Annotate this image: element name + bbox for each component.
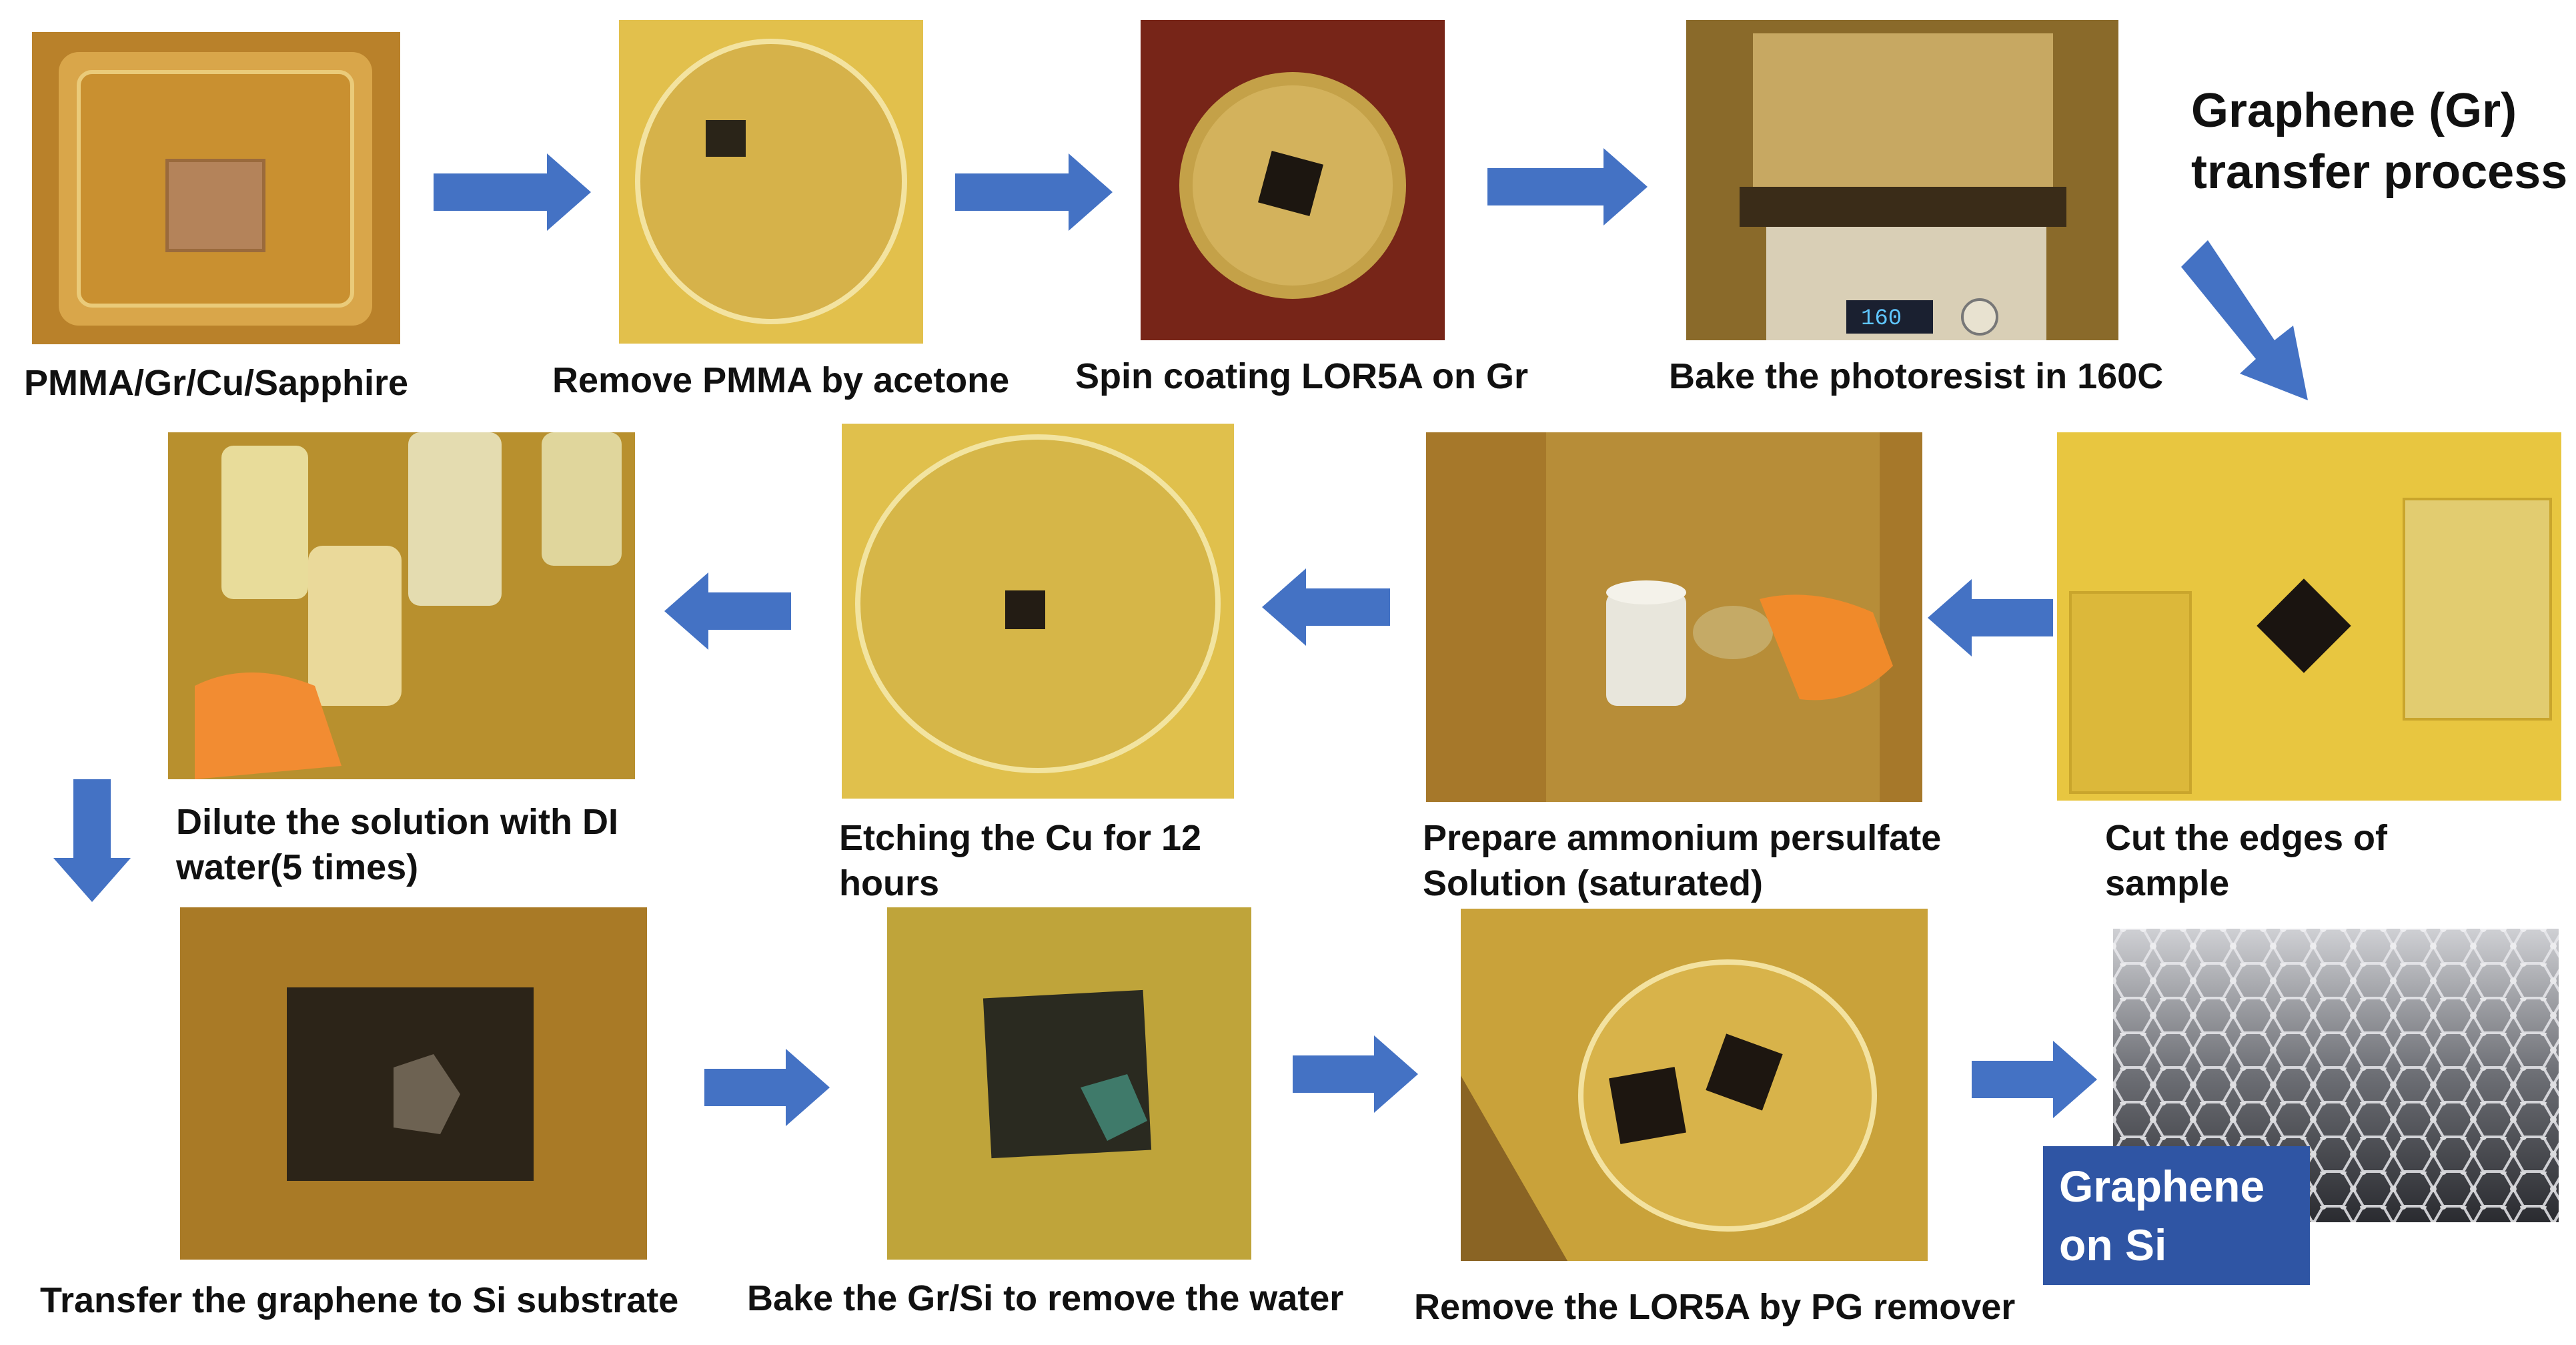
diagram-title: Graphene (Gr) transfer process xyxy=(2191,80,2567,203)
step-3-photo xyxy=(1141,20,1445,340)
arrow-right xyxy=(1487,148,1648,226)
result-label: Graphene on Si xyxy=(2043,1146,2310,1285)
step-2-photo xyxy=(619,20,923,344)
hotplate-readout: 160 xyxy=(1861,306,1902,332)
arrow-right xyxy=(1293,1035,1418,1113)
arrow-right xyxy=(434,153,591,231)
arrow-right xyxy=(955,153,1113,231)
arrow-left xyxy=(664,572,791,650)
title-line-2: transfer process xyxy=(2191,145,2568,199)
result-label-line-1: Graphene xyxy=(2059,1162,2265,1211)
step-10-caption: Bake the Gr/Si to remove the water xyxy=(747,1278,1344,1318)
step-11-photo xyxy=(1461,909,1928,1261)
step-10-photo xyxy=(887,907,1251,1260)
step-1-caption: PMMA/Gr/Cu/Sapphire xyxy=(24,363,409,403)
step-5-caption: Cut the edges of sample xyxy=(2105,818,2388,903)
arrow-right xyxy=(704,1049,830,1126)
arrow-down-right xyxy=(2181,240,2308,400)
step-11-caption: Remove the LOR5A by PG remover xyxy=(1414,1287,2016,1327)
result-label-line-2: on Si xyxy=(2059,1220,2167,1270)
step-1-photo xyxy=(32,32,400,344)
step-7-photo xyxy=(842,424,1234,799)
arrow-down xyxy=(53,779,131,902)
step-9-photo xyxy=(180,907,647,1260)
step-7-caption: Etching the Cu for 12 hours xyxy=(839,818,1202,903)
step-4-caption: Bake the photoresist in 160C xyxy=(1669,356,2164,396)
arrow-left xyxy=(1262,568,1390,646)
step-9-caption: Transfer the graphene to Si substrate xyxy=(40,1280,679,1320)
step-2-caption: Remove PMMA by acetone xyxy=(552,360,1010,400)
step-4-photo: 160 xyxy=(1686,20,2118,340)
step-8-caption: Dilute the solution with DI water(5 time… xyxy=(176,802,618,887)
title-line-1: Graphene (Gr) xyxy=(2191,84,2517,137)
step-3-caption: Spin coating LOR5A on Gr xyxy=(1075,356,1529,396)
step-6-caption: Prepare ammonium persulfate Solution (sa… xyxy=(1423,818,1942,903)
arrow-right xyxy=(1972,1041,2097,1118)
step-8-photo xyxy=(168,432,635,779)
step-5-photo xyxy=(2057,432,2561,801)
step-6-photo xyxy=(1426,432,1922,802)
arrow-left xyxy=(1928,579,2053,656)
